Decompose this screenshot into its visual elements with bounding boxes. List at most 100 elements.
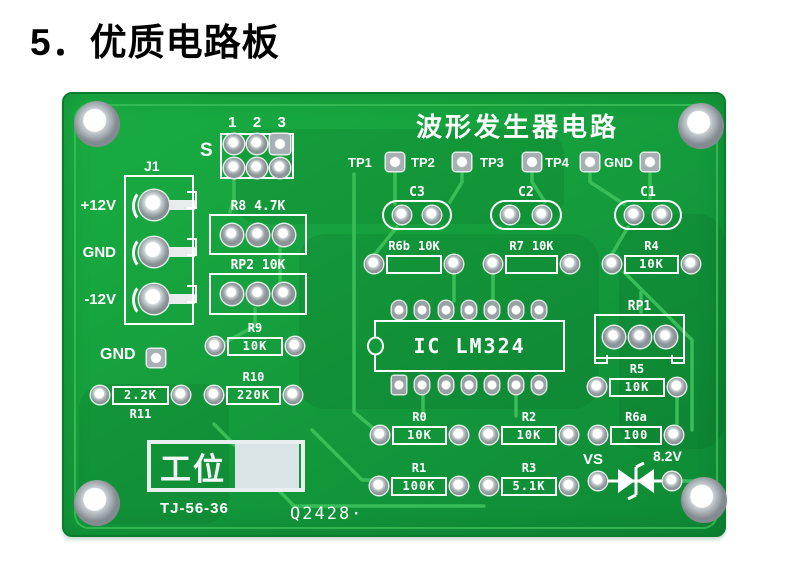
solder-pad: [139, 284, 169, 314]
diode-value-label: 8.2V: [653, 448, 682, 464]
solder-pad: [531, 301, 546, 319]
resistor-value: 2.2K: [112, 385, 169, 405]
solder-pad: [589, 472, 607, 490]
resistor-value: 10K: [227, 336, 283, 356]
solder-pad: [224, 158, 244, 178]
resistor-value: 100: [610, 425, 662, 445]
batch-code: Q2428·: [290, 504, 364, 524]
solder-pad: [139, 190, 169, 220]
solder-pad: [221, 283, 243, 305]
resistor-value: 10K: [624, 254, 679, 274]
resistor-r9: R9 10K: [206, 321, 304, 356]
pin-label-plus12v: +12V: [80, 197, 116, 214]
connector-j1-label: J1: [144, 158, 160, 174]
pin-arc-mark: [132, 189, 158, 223]
solder-pad: [480, 426, 498, 444]
pin-number: 3: [277, 114, 286, 131]
solder-pad: [247, 283, 269, 305]
bracket-mark: [187, 191, 197, 209]
solder-pad: [560, 477, 578, 495]
bracket-mark: [187, 285, 197, 303]
ic-lm324: IC LM324: [367, 320, 565, 372]
model-code: TJ-56-36: [160, 500, 229, 517]
testpoint-pad: [641, 153, 659, 171]
resistor-value: 10K: [609, 377, 665, 397]
solder-pad: [665, 426, 683, 444]
resistor-r5: R5 10K: [588, 362, 686, 397]
solder-pad: [224, 134, 244, 154]
sticker-text: 工位: [160, 451, 226, 487]
resistor-r0: R0 10K: [371, 410, 468, 445]
outline-foot: [594, 355, 608, 364]
diode-ref-label: VS: [583, 451, 604, 468]
solder-pad: [450, 477, 468, 495]
trimmer-r8: R8 4.7K: [209, 199, 307, 255]
solder-pad: [485, 301, 500, 319]
testpoint-tp2-label: TP2: [411, 155, 435, 170]
header-s-footprint: [220, 133, 294, 179]
solder-pad: [247, 134, 267, 154]
pcb-title: 波形发生器电路: [416, 112, 620, 142]
resistor-value: 10K: [392, 425, 447, 445]
solder-pad: [205, 386, 223, 404]
solder-pad: [461, 376, 476, 394]
resistor-r10: R10 220K: [205, 370, 302, 405]
solder-pad: [370, 477, 388, 495]
solder-pad-square: [270, 134, 290, 154]
gnd-pad: [147, 349, 165, 367]
solder-pad: [508, 376, 523, 394]
trimmer-rp1: RP1: [594, 299, 685, 364]
testpoint-pad: [386, 153, 404, 171]
solder-pad: [602, 325, 625, 348]
solder-pad: [531, 376, 546, 394]
solder-pad: [139, 237, 169, 267]
solder-pad: [415, 301, 430, 319]
testpoint-pad: [523, 153, 541, 171]
pin-label-gnd: GND: [82, 244, 116, 261]
solder-pad: [603, 255, 621, 273]
solder-pad: [485, 376, 500, 394]
solder-pad-pin1: [392, 376, 406, 394]
work-station-sticker: 工位: [147, 440, 305, 492]
resistor-value: 5.1K: [501, 476, 557, 496]
solder-pad: [668, 378, 686, 396]
solder-pad: [273, 223, 295, 246]
resistor-label: R5: [629, 362, 645, 376]
gnd-point-label: GND: [100, 346, 136, 363]
ic-label: IC LM324: [413, 334, 526, 358]
sticker-blank-area: [235, 444, 299, 488]
resistor-r1: R1 100K: [370, 461, 468, 496]
resistor-r4: R4 10K: [603, 239, 700, 274]
solder-pad: [560, 426, 578, 444]
solder-pad: [284, 386, 302, 404]
ic-pad-row-top: [392, 301, 546, 319]
section-title: 5．优质电路板: [30, 22, 280, 63]
tinned-trace: [167, 200, 197, 210]
solder-pad: [247, 223, 269, 246]
resistor-label: R6a: [625, 410, 647, 424]
solder-pad: [371, 426, 389, 444]
solder-pad: [392, 301, 406, 319]
solder-pad: [415, 376, 430, 394]
solder-pad: [438, 376, 453, 394]
mounting-hole: [74, 101, 120, 147]
pin-arc-mark: [132, 236, 158, 270]
solder-pad: [221, 223, 243, 246]
resistor-r2: R2 10K: [480, 410, 578, 445]
resistor-value: 100K: [391, 476, 447, 496]
solder-pad: [461, 301, 476, 319]
resistor-r11: R11 2.2K: [91, 385, 190, 421]
ic-pad-row-bottom: [392, 376, 546, 394]
testpoint-pad: [453, 153, 471, 171]
solder-pad: [91, 386, 109, 404]
testpoint-gnd-label: GND: [604, 155, 633, 170]
capacitor-c3: C3: [382, 185, 452, 230]
resistor-r3: R3 5.1K: [480, 461, 578, 496]
resistor-value: 10K: [501, 425, 557, 445]
solder-pad: [423, 206, 441, 224]
resistor-outline: [386, 254, 442, 274]
capacitor-c1: C1: [614, 185, 682, 230]
solder-pad: [286, 337, 304, 355]
